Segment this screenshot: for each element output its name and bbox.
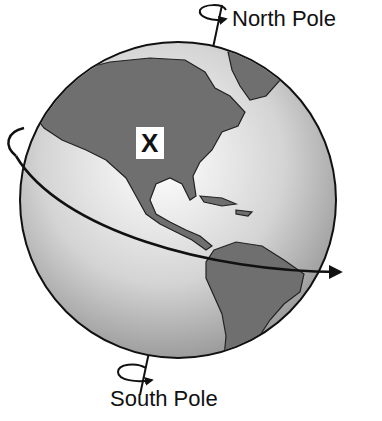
south-rotation-curl	[118, 365, 152, 382]
pole-label: North Pole	[232, 7, 336, 31]
pole-label: South Pole	[110, 387, 218, 411]
rotation-band-back	[8, 128, 24, 156]
north-rotation-curl	[200, 5, 226, 20]
rotation-arrow	[16, 156, 340, 272]
globe	[20, 42, 336, 358]
location-marker: X	[136, 127, 164, 159]
continents	[32, 46, 304, 362]
marker-letter: X	[141, 130, 159, 156]
